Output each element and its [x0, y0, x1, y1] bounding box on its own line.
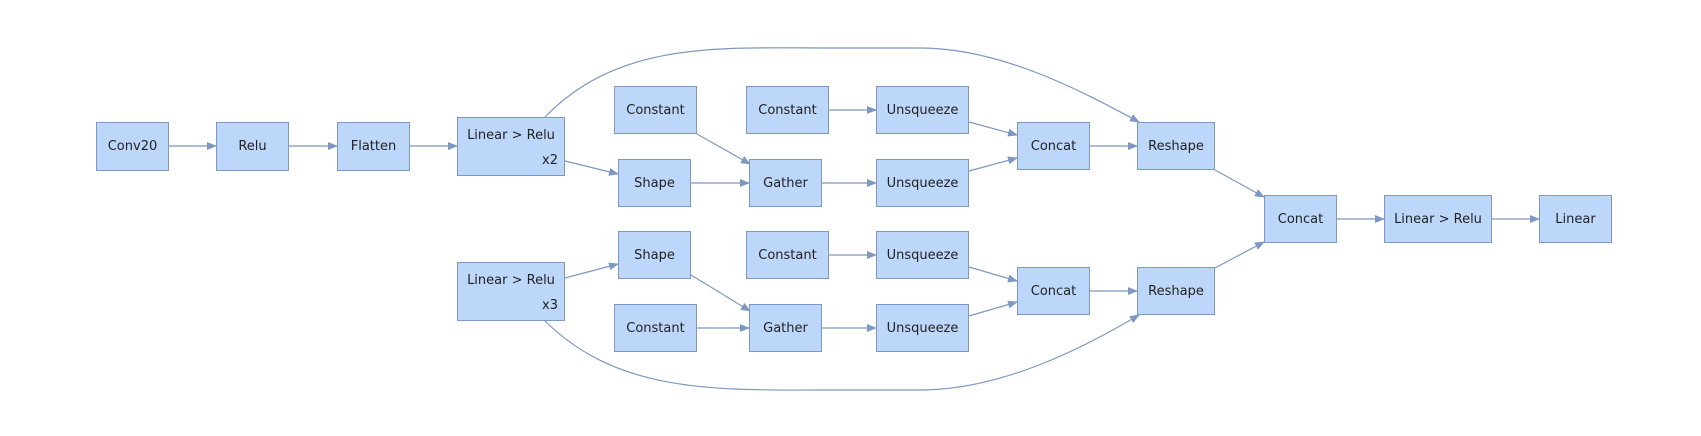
edge-unsqueeze-concat-top-b [968, 156, 1018, 172]
node-label: Flatten [350, 139, 397, 154]
edge-constant-gather-top [696, 133, 751, 165]
node-shape-top[interactable]: Shape [618, 159, 691, 207]
node-unsqueeze-top-a[interactable]: Unsqueeze [876, 86, 969, 134]
node-label: Reshape [1148, 283, 1204, 299]
node-label: Shape [634, 175, 675, 191]
node-constant-bot-b[interactable]: Constant [746, 231, 829, 279]
node-label: Gather [763, 175, 808, 191]
node-label: Linear [1555, 211, 1596, 227]
node-label: Relu [238, 139, 267, 154]
node-label: Constant [758, 247, 817, 263]
node-constant-top-b[interactable]: Constant [746, 86, 829, 134]
node-relu[interactable]: Relu [216, 122, 289, 171]
node-label: Linear > Relu [467, 127, 555, 143]
node-unsqueeze-bot-b[interactable]: Unsqueeze [876, 304, 969, 352]
node-concat-top[interactable]: Concat [1017, 122, 1090, 170]
node-gather-top[interactable]: Gather [749, 159, 822, 207]
node-label: Unsqueeze [886, 320, 959, 336]
edge-linear-relu-x3-shape [564, 262, 619, 279]
node-label: Linear > Relu [1394, 211, 1482, 227]
node-linear-relu-x2[interactable]: Linear > Relu x2 [457, 117, 565, 176]
edge-reshape-bot-concat-final [1214, 241, 1265, 269]
edge-linear-relu-x3-reshape [544, 314, 1140, 391]
edge-linear-relu-x2-reshape [544, 47, 1140, 123]
node-gather-bot[interactable]: Gather [749, 304, 822, 352]
node-label: Concat [1030, 283, 1077, 299]
node-label: Unsqueeze [886, 175, 959, 191]
node-label: Constant [626, 102, 685, 118]
node-constant-top-a[interactable]: Constant [614, 86, 697, 134]
edge-reshape-top-concat-final [1214, 169, 1265, 198]
node-label: Reshape [1148, 138, 1204, 154]
edge-linear-relu-x2-shape [564, 160, 619, 176]
node-unsqueeze-top-b[interactable]: Unsqueeze [876, 159, 969, 207]
node-flatten[interactable]: Flatten [337, 122, 410, 171]
node-label: Shape [634, 247, 675, 263]
node-reshape-top[interactable]: Reshape [1137, 122, 1215, 170]
node-label: Conv20 [107, 139, 158, 154]
repeat-count: x2 [542, 152, 558, 168]
node-label: Gather [763, 320, 808, 336]
node-shape-bot[interactable]: Shape [618, 231, 691, 279]
node-label: Constant [758, 102, 817, 118]
node-unsqueeze-bot-a[interactable]: Unsqueeze [876, 231, 969, 279]
node-linear[interactable]: Linear [1539, 195, 1612, 243]
node-linear-relu-final[interactable]: Linear > Relu [1384, 195, 1492, 243]
edge-unsqueeze-concat-bot-a [968, 266, 1018, 283]
node-linear-relu-x3[interactable]: Linear > Relu x3 [457, 262, 565, 321]
node-conv20[interactable]: Conv20 [96, 122, 169, 171]
node-label: Unsqueeze [886, 247, 959, 263]
node-constant-bot-a[interactable]: Constant [614, 304, 697, 352]
node-label: Unsqueeze [886, 102, 959, 118]
node-concat-final[interactable]: Concat [1264, 195, 1337, 243]
edge-shape-gather-bot [690, 274, 751, 312]
node-label: Concat [1277, 211, 1324, 227]
node-label: Constant [626, 320, 685, 336]
node-reshape-bot[interactable]: Reshape [1137, 267, 1215, 315]
node-label: Concat [1030, 138, 1077, 154]
node-label: Linear > Relu [467, 272, 555, 288]
repeat-count: x3 [542, 297, 558, 313]
edge-unsqueeze-concat-bot-b [968, 300, 1018, 317]
edge-unsqueeze-concat-top-a [968, 121, 1018, 137]
node-concat-bot[interactable]: Concat [1017, 267, 1090, 315]
